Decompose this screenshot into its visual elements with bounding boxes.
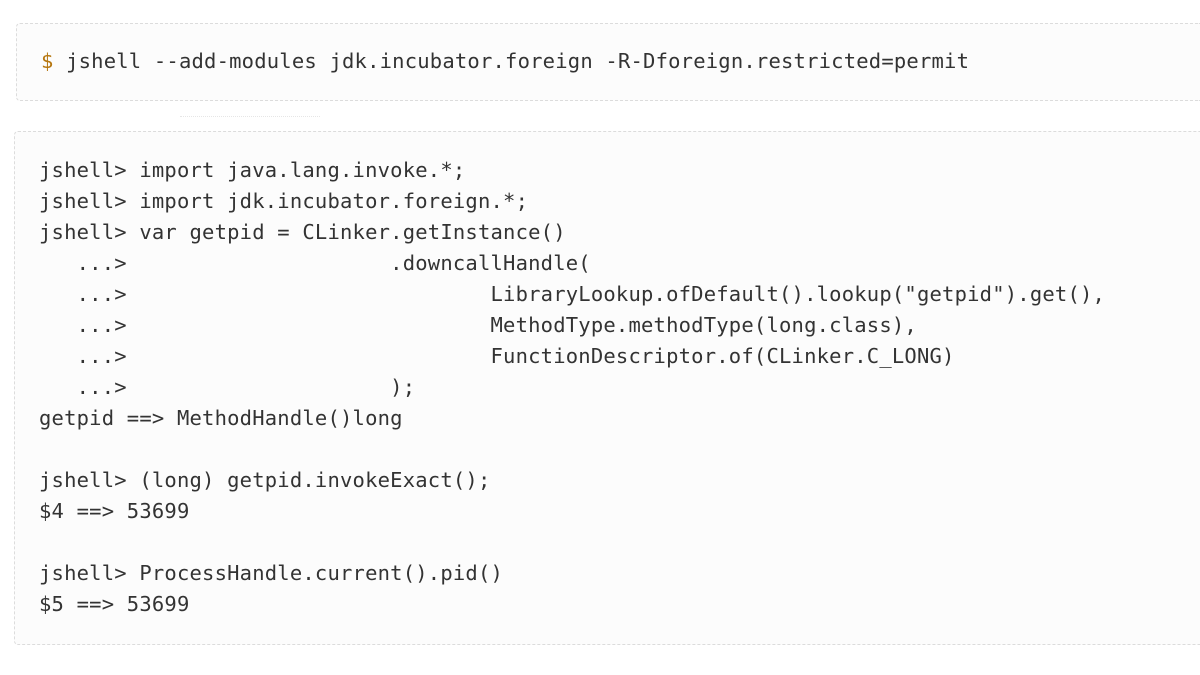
repl-line-2: jshell> import jdk.incubator.foreign.*; bbox=[39, 189, 529, 213]
repl-line-1: jshell> import java.lang.invoke.*; bbox=[39, 158, 466, 182]
repl-line-8: ...> ); bbox=[39, 375, 416, 399]
shell-command-text: jshell --add-modules jdk.incubator.forei… bbox=[53, 49, 970, 73]
repl-line-4: ...> .downcallHandle( bbox=[39, 251, 591, 275]
repl-line-14: jshell> ProcessHandle.current().pid() bbox=[39, 561, 504, 585]
repl-line-3: jshell> var getpid = CLinker.getInstance… bbox=[39, 220, 566, 244]
jshell-session-block: jshell> import java.lang.invoke.*; jshel… bbox=[14, 131, 1200, 645]
block-separator bbox=[180, 116, 320, 119]
repl-line-9: getpid ==> MethodHandle()long bbox=[39, 406, 403, 430]
shell-prompt-dollar: $ bbox=[41, 49, 54, 73]
shell-command-block: $ jshell --add-modules jdk.incubator.for… bbox=[16, 23, 1200, 101]
repl-line-7: ...> FunctionDescriptor.of(CLinker.C_LON… bbox=[39, 344, 955, 368]
repl-line-12: $4 ==> 53699 bbox=[39, 499, 190, 523]
repl-line-15: $5 ==> 53699 bbox=[39, 592, 190, 616]
shell-command-line: $ jshell --add-modules jdk.incubator.for… bbox=[41, 46, 969, 77]
repl-line-11: jshell> (long) getpid.invokeExact(); bbox=[39, 468, 491, 492]
repl-line-5: ...> LibraryLookup.ofDefault().lookup("g… bbox=[39, 282, 1106, 306]
repl-line-6: ...> MethodType.methodType(long.class), bbox=[39, 313, 917, 337]
